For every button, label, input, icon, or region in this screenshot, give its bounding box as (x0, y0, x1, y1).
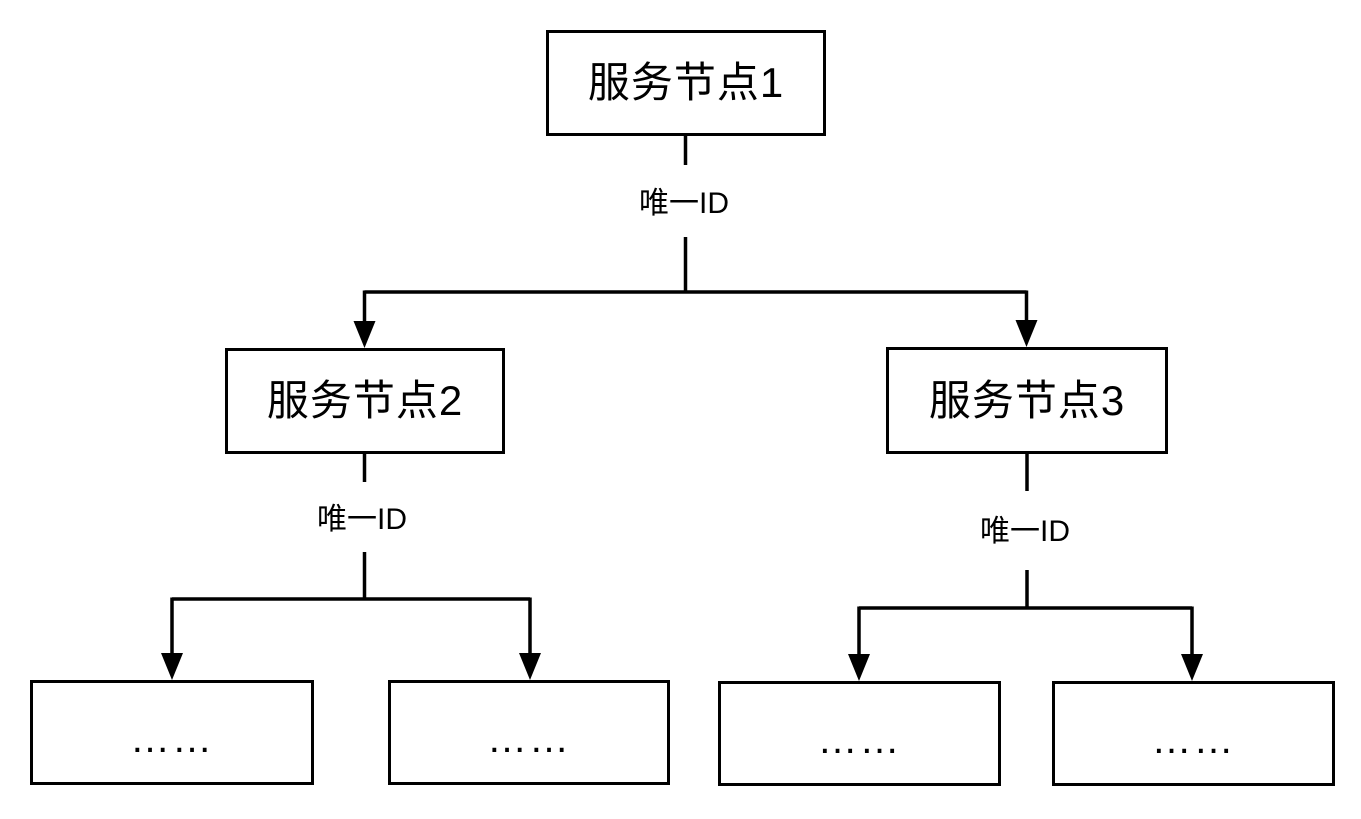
leaf-node-4-label: …… (1151, 717, 1236, 762)
edge-label-unique-id-left: 唯一ID (313, 505, 411, 535)
leaf-node-3: …… (718, 681, 1001, 786)
leaf-node-2: …… (388, 680, 670, 785)
leaf-node-3-label: …… (817, 717, 902, 762)
node-service-1-label: 服务节点1 (587, 59, 785, 106)
arrowhead-down-icon (161, 653, 183, 680)
leaf-node-4: …… (1052, 681, 1335, 786)
arrowhead-down-icon (1181, 654, 1203, 681)
arrowhead-down-icon (353, 321, 376, 348)
leaf-node-2-label: …… (487, 716, 571, 761)
edge-label-unique-id-right: 唯一ID (976, 517, 1074, 547)
node-service-1: 服务节点1 (546, 30, 826, 136)
node-service-3-label: 服务节点3 (928, 376, 1126, 424)
leaf-node-1-label: …… (130, 716, 214, 761)
arrowhead-down-icon (1015, 320, 1038, 347)
node-service-2-label: 服务节点2 (266, 377, 464, 424)
arrowhead-down-icon (848, 654, 870, 681)
node-service-2: 服务节点2 (225, 348, 505, 454)
leaf-node-1: …… (30, 680, 314, 785)
edge-label-unique-id-root: 唯一ID (635, 189, 733, 219)
arrowhead-down-icon (519, 653, 541, 680)
node-service-3: 服务节点3 (886, 347, 1168, 454)
